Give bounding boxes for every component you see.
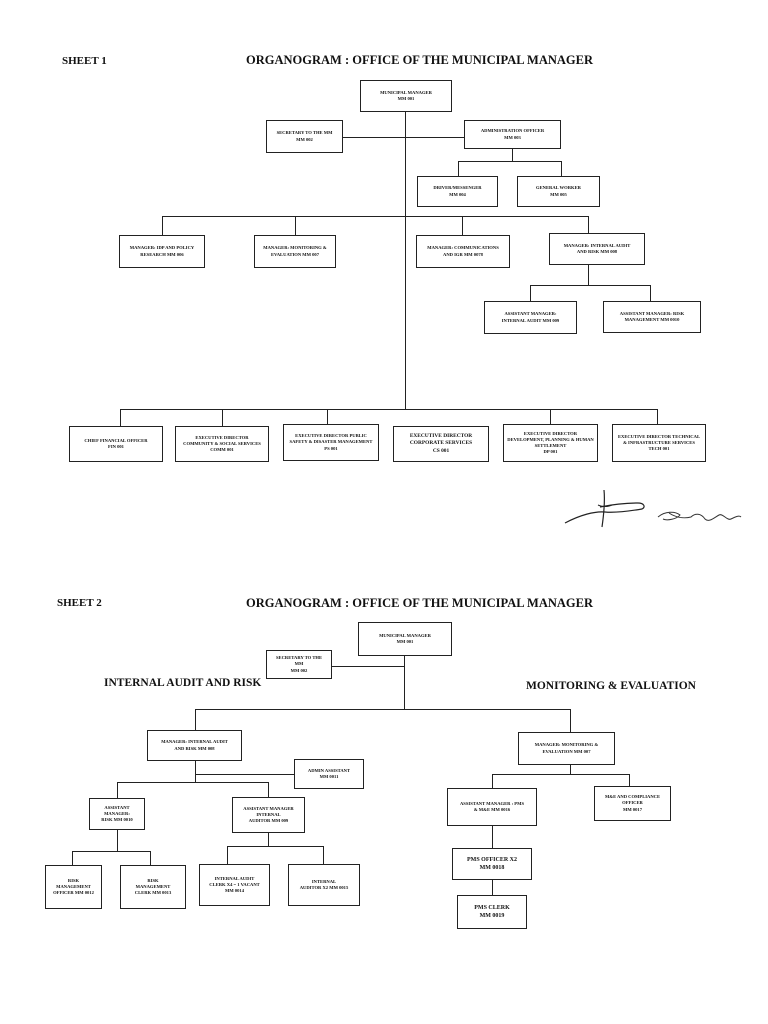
connector bbox=[295, 216, 296, 235]
connector bbox=[222, 409, 223, 426]
section-internal-audit-and-risk: INTERNAL AUDIT AND RISK bbox=[104, 677, 262, 689]
connector bbox=[227, 846, 228, 864]
connector bbox=[588, 216, 589, 233]
sheet1-manager-communications-box: MANAGER: COMMUNICATIONS AND IGR MM 0078 bbox=[416, 235, 510, 268]
connector bbox=[570, 709, 571, 732]
sheet1-municipal-manager-box: MUNICIPAL MANAGER MM 001 bbox=[360, 80, 452, 112]
sheet1-ed-technical-box: EXECUTIVE DIRECTOR TECHNICAL & INFRASTRU… bbox=[612, 424, 706, 462]
connector bbox=[588, 265, 589, 285]
sheet1-administration-officer-box: ADMINISTRATION OFFICER MM 003 bbox=[464, 120, 561, 149]
sheet2-audit-clerk-box: INTERNAL AUDIT CLERK X4 = 1 VACANT MM 00… bbox=[199, 864, 270, 906]
connector bbox=[530, 285, 531, 301]
connector bbox=[570, 765, 571, 774]
section-monitoring-evaluation: MONITORING & EVALUATION bbox=[526, 680, 696, 692]
sheet1-staff-line bbox=[343, 137, 464, 138]
connector bbox=[458, 161, 561, 162]
connector bbox=[117, 830, 118, 851]
sheet2-admin-assistant-box: ADMIN ASSISTANT MM 0011 bbox=[294, 759, 364, 789]
sheet2-asst-internal-audit-box: ASSISTANT MANAGER INTERNAL AUDITOR MM 00… bbox=[232, 797, 305, 833]
sheet1-general-worker-box: GENERAL WORKER MM 005 bbox=[517, 176, 600, 207]
connector bbox=[492, 774, 629, 775]
initials-drawing bbox=[655, 505, 745, 535]
connector bbox=[458, 161, 459, 176]
connector bbox=[561, 161, 562, 176]
sheet2-pms-officer-box: PMS OFFICER X2 MM 0018 bbox=[452, 848, 532, 880]
sheet2-risk-clerk-box: RISK MANAGEMENT CLERK MM 0013 bbox=[120, 865, 186, 909]
connector bbox=[492, 880, 493, 895]
sheet2-secretary-box: SECRETARY TO THE MM MM 002 bbox=[266, 650, 332, 679]
sheet1-title: ORGANOGRAM : OFFICE OF THE MUNICIPAL MAN… bbox=[246, 53, 593, 67]
connector bbox=[150, 851, 151, 865]
sheet2-me-compliance-box: M&E AND COMPLIANCE OFFICER MM 0017 bbox=[594, 786, 671, 821]
sheet1-asst-internal-audit-box: ASSISTANT MANAGER: INTERNAL AUDIT MM 009 bbox=[484, 301, 577, 334]
connector bbox=[72, 851, 73, 865]
connector bbox=[327, 409, 328, 424]
sheet2-label: SHEET 2 bbox=[57, 597, 102, 609]
connector bbox=[268, 782, 269, 797]
connector bbox=[462, 216, 463, 235]
connector bbox=[120, 409, 121, 426]
connector bbox=[195, 761, 196, 782]
sheet1-managers-line bbox=[162, 216, 588, 217]
connector bbox=[492, 774, 493, 788]
sheet1-secretary-box: SECRETARY TO THE MM MM 002 bbox=[266, 120, 343, 153]
sheet2-pms-clerk-box: PMS CLERK MM 0019 bbox=[457, 895, 527, 929]
sheet1-label: SHEET 1 bbox=[62, 55, 107, 67]
sheet1-ed-public-safety-box: EXECUTIVE DIRECTOR PUBLIC SAFETY & DISAS… bbox=[283, 424, 379, 461]
sheet1-ed-development-box: EXECUTIVE DIRECTOR DEVELOPMENT, PLANNING… bbox=[503, 424, 598, 462]
sheet1-driver-messenger-box: DRIVER/MESSENGER MM 004 bbox=[417, 176, 498, 207]
connector bbox=[195, 774, 294, 775]
connector bbox=[629, 774, 630, 786]
connector bbox=[657, 409, 658, 424]
connector bbox=[117, 782, 268, 783]
sheet2-asst-risk-box: ASSISTANT MANAGER: RISK MM 0010 bbox=[89, 798, 145, 830]
sheet2-manager-internal-audit-box: MANAGER: INTERNAL AUDIT AND RISK MM 008 bbox=[147, 730, 242, 761]
sheet1-ed-corporate-box: EXECUTIVE DIRECTOR CORPORATE SERVICES CS… bbox=[393, 426, 489, 462]
sheet1-cfo-box: CHIEF FINANCIAL OFFICER FIN 001 bbox=[69, 426, 163, 462]
sheet2-risk-officer-box: RISK MANAGEMENT OFFICER MM 0012 bbox=[45, 865, 102, 909]
sheet1-manager-internal-audit-box: MANAGER: INTERNAL AUDIT AND RISK MM 008 bbox=[549, 233, 645, 265]
connector bbox=[268, 833, 269, 846]
connector bbox=[117, 782, 118, 798]
sheet1-ed-community-box: EXECUTIVE DIRECTOR COMMUNITY & SOCIAL SE… bbox=[175, 426, 269, 462]
connector bbox=[530, 285, 650, 286]
connector bbox=[650, 285, 651, 301]
connector bbox=[162, 216, 163, 235]
connector bbox=[550, 409, 551, 424]
sheet1-directors-line bbox=[120, 409, 657, 410]
sheet2-municipal-manager-box: MUNICIPAL MANAGER MM 001 bbox=[358, 622, 452, 656]
sheet2-manager-monitoring-box: MANAGER: MONITORING & EVALUATION MM 007 bbox=[518, 732, 615, 765]
signature-drawing bbox=[560, 485, 660, 535]
connector bbox=[323, 846, 324, 864]
sheet2-asst-pms-box: ASSISTANT MANAGER : PMS & M&E MM 0016 bbox=[447, 788, 537, 826]
connector bbox=[195, 709, 196, 730]
sheet1-trunk-line bbox=[405, 112, 406, 409]
connector bbox=[332, 666, 404, 667]
sheet1-manager-monitoring-box: MANAGER: MONITORING & EVALUATION MM 007 bbox=[254, 235, 336, 268]
sheet2-title: ORGANOGRAM : OFFICE OF THE MUNICIPAL MAN… bbox=[246, 596, 593, 610]
sheet1-asst-risk-box: ASSISTANT MANAGER: RISK MANAGEMENT MM 00… bbox=[603, 301, 701, 333]
sheet1-manager-idp-box: MANAGER: IDP AND POLICY RESEARCH MM 006 bbox=[119, 235, 205, 268]
sheet2-split-line bbox=[195, 709, 570, 710]
connector bbox=[512, 149, 513, 161]
connector bbox=[404, 656, 405, 709]
sheet2-internal-auditor-box: INTERNAL AUDITOR X2 MM 0015 bbox=[288, 864, 360, 906]
connector bbox=[492, 826, 493, 848]
connector bbox=[227, 846, 323, 847]
connector bbox=[72, 851, 150, 852]
